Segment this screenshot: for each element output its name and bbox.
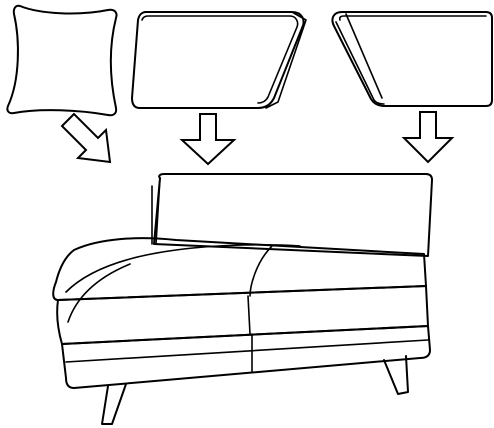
trapezoid-cushion-icon xyxy=(331,11,493,107)
arrow-right-cushion-icon xyxy=(401,111,455,164)
arrow-pillow-icon xyxy=(60,112,112,164)
wedge-cushion-icon xyxy=(131,11,307,109)
arrow-left-cushion-icon xyxy=(179,113,237,166)
pillow-cushion-icon xyxy=(6,4,118,117)
sofa-icon xyxy=(52,173,433,425)
